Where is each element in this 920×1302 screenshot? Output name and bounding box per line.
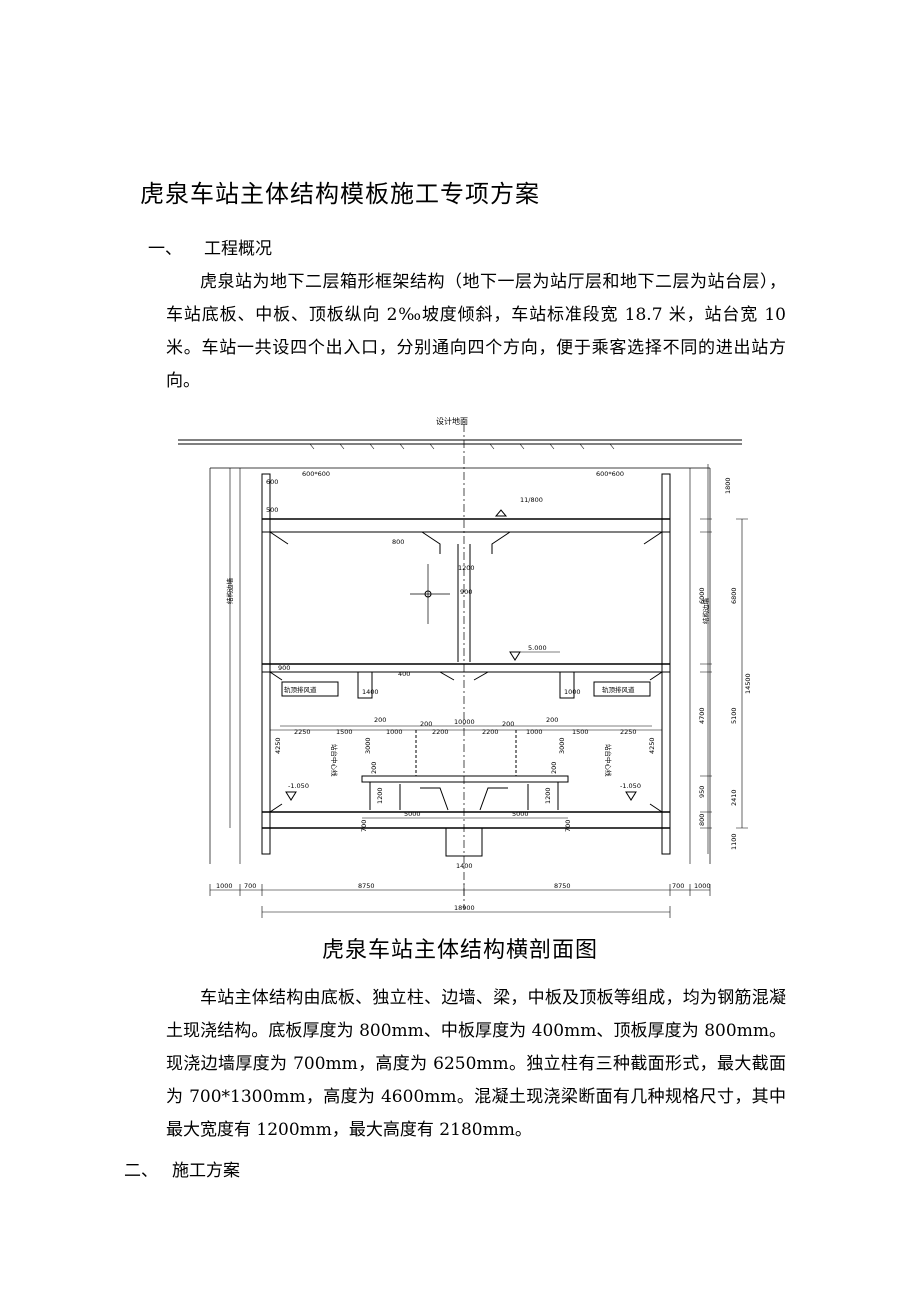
level-right-label: -1.050	[620, 782, 641, 790]
dim-label: 200	[502, 720, 514, 728]
dim-label: 700	[360, 820, 368, 832]
dim-label: 900	[278, 664, 290, 672]
dim-label: 200	[546, 716, 558, 724]
dim-label: 6000	[698, 587, 706, 604]
dim-label: 600	[266, 478, 278, 486]
dim-label: 2250	[294, 728, 311, 736]
dim-label: 3000	[364, 737, 372, 754]
dim-label: 8750	[554, 882, 571, 890]
dim-label: 6800	[730, 587, 738, 604]
dim-label: 800	[392, 538, 404, 546]
section-2-number: 二、	[124, 1161, 158, 1181]
dim-label: 400	[398, 670, 410, 678]
dim-label: 700	[672, 882, 684, 890]
dim-label: 1000	[694, 882, 711, 890]
dim-label: 5000	[512, 810, 529, 818]
dim-label: 1500	[336, 728, 353, 736]
cross-section-figure: 设计地面 600*600 600*600 11/800 5.000 -1.050…	[170, 404, 750, 924]
dim-label: 1000	[564, 688, 581, 696]
dim-label: 5000	[404, 810, 421, 818]
dim-label: 2200	[432, 728, 449, 736]
haunch-left-label: 600*600	[302, 470, 330, 478]
dim-label: 2200	[482, 728, 499, 736]
dim-label: 8750	[358, 882, 375, 890]
dim-label: 1000	[216, 882, 233, 890]
cross-section-drawing: 设计地面 600*600 600*600 11/800 5.000 -1.050…	[178, 416, 750, 918]
structure-paragraph: 车站主体结构由底板、独立柱、边墙、梁，中板及顶板等组成，均为钢筋混凝土现浇结构。…	[166, 988, 786, 1140]
duct-left-label: 轨顶排风道	[284, 685, 317, 694]
dim-label: 14500	[744, 673, 750, 694]
platform-right-label: 站台中心线	[604, 744, 613, 777]
dim-label: 800	[698, 814, 706, 826]
slope-label: 11/800	[520, 496, 543, 504]
ground-label: 设计地面	[436, 416, 468, 426]
dim-label: 18900	[454, 904, 475, 912]
haunch-right-label: 600*600	[596, 470, 624, 478]
section-1-heading: 一、 工程概况	[148, 234, 272, 259]
dim-label: 1000	[526, 728, 543, 736]
section-1-title: 工程概况	[204, 239, 272, 259]
overview-paragraph: 虎泉站为地下二层箱形框架结构（地下一层为站厅层和地下二层为站台层），车站底板、中…	[166, 272, 786, 391]
section-1-number: 一、	[148, 239, 182, 259]
section-2-title: 施工方案	[172, 1161, 240, 1181]
dim-label: 1500	[572, 728, 589, 736]
dim-label: 4700	[698, 707, 706, 724]
dim-label: 2410	[730, 789, 738, 806]
dim-label: 1400	[456, 862, 473, 870]
dim-label: 200	[550, 762, 558, 774]
level-left-label: -1.050	[288, 782, 309, 790]
document-title: 虎泉车站主体结构模板施工专项方案	[140, 180, 540, 208]
dim-label: 200	[374, 716, 386, 724]
dim-label: 3000	[558, 737, 566, 754]
platform-left-label: 站台中心线	[330, 744, 339, 777]
dim-label: 1200	[376, 787, 384, 804]
dim-label: 500	[266, 506, 278, 514]
wall-left-label: 结构边墙	[225, 578, 234, 605]
dim-label: 4250	[648, 737, 656, 754]
dim-label: 1400	[362, 688, 379, 696]
dim-label: 1800	[724, 477, 732, 494]
dim-label: 1000	[386, 728, 403, 736]
dim-label: 950	[698, 786, 706, 798]
dim-label: 700	[564, 820, 572, 832]
wall-right-label: 结构边墙	[701, 598, 710, 625]
dim-label: 200	[420, 720, 432, 728]
figure-caption: 虎泉车站主体结构横剖面图	[321, 938, 598, 963]
dim-label: 10000	[454, 718, 475, 726]
dim-label: 2250	[620, 728, 637, 736]
dim-label: 4250	[274, 737, 282, 754]
dim-label: 700	[244, 882, 256, 890]
dim-label: 1200	[458, 564, 475, 572]
dim-label: 1200	[544, 787, 552, 804]
section-2-heading: 二、施工方案	[124, 1156, 240, 1181]
dim-label: 200	[370, 762, 378, 774]
dim-label: 5100	[730, 707, 738, 724]
duct-right-label: 轨顶排风道	[602, 685, 635, 694]
dim-label: 900	[460, 588, 472, 596]
level-mid-label: 5.000	[528, 644, 547, 652]
dim-label: 1100	[730, 833, 738, 850]
